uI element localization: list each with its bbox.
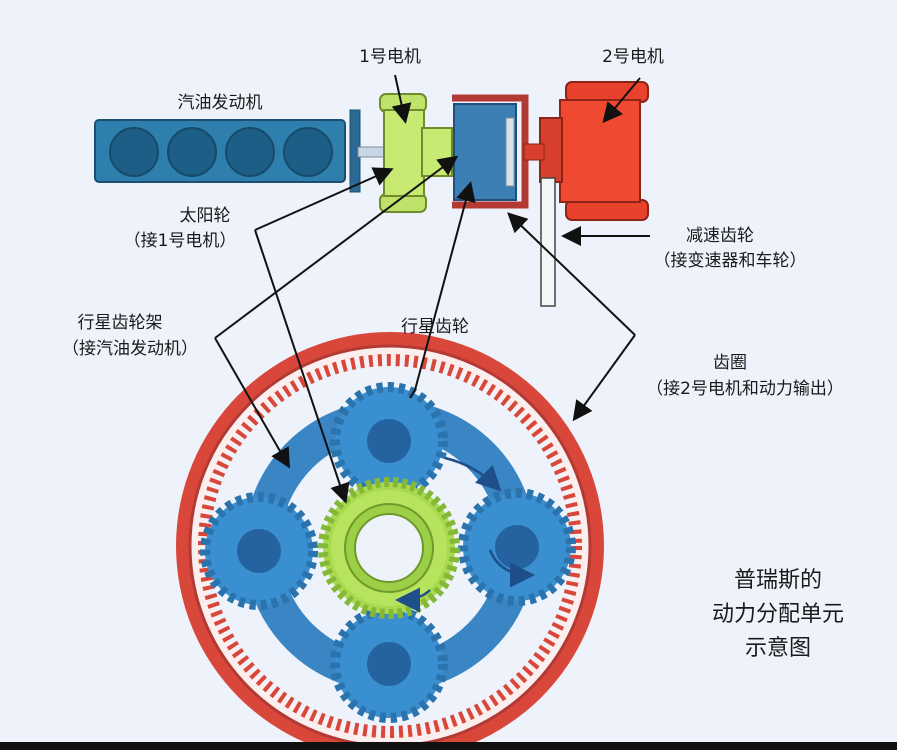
ring-gear-pointer-up xyxy=(507,212,636,336)
motor2-body xyxy=(523,81,649,221)
reduction-gear-shaft xyxy=(540,177,556,307)
motor1-pointer xyxy=(391,74,412,124)
planet-gear-left xyxy=(200,492,318,610)
planet-gear-label: 行星齿轮 xyxy=(401,317,469,337)
carrier-label: 行星齿轮架 xyxy=(77,313,163,333)
planet-rotation-arrow xyxy=(488,549,535,588)
carrier-pointer-down xyxy=(214,337,290,469)
ring-gear-note: （接2号电机和动力输出） xyxy=(646,379,844,399)
sun-rotation-arrow xyxy=(395,587,431,613)
motor2-label: 2号电机 xyxy=(602,47,664,67)
sun-gear-pointer-up xyxy=(254,167,394,231)
caption-line1: 普瑞斯的 xyxy=(733,568,822,593)
sun-gear-pointer-down xyxy=(254,229,350,504)
carrier-pointer-up xyxy=(214,155,459,339)
carrier-housing xyxy=(452,94,529,209)
motor1-body xyxy=(379,93,453,213)
caption-line3: 示意图 xyxy=(744,636,811,661)
planet-gear-pointer-down xyxy=(409,389,416,399)
sun-gear xyxy=(318,477,460,619)
planet-gear-top xyxy=(330,382,448,500)
planet-gear-bottom xyxy=(330,605,448,723)
bottom-border xyxy=(0,742,897,750)
sun-gear-label: 太阳轮 xyxy=(179,206,231,226)
planet-gear-pointer-up xyxy=(414,181,476,391)
ring-gear-pointer-down xyxy=(572,334,636,422)
reduction-gear-label: 减速齿轮 xyxy=(686,226,754,246)
caption-line2: 动力分配单元 xyxy=(711,602,844,627)
carrier-note: （接汽油发动机） xyxy=(62,339,198,359)
engine-block xyxy=(94,119,346,183)
planet-gear-right xyxy=(458,488,576,606)
carrier-rotation-arrow xyxy=(444,456,502,492)
motor1-label: 1号电机 xyxy=(359,47,421,67)
sun-gear-note: （接1号电机） xyxy=(123,231,237,251)
ring-gear-label: 齿圈 xyxy=(713,353,747,373)
engine-label: 汽油发动机 xyxy=(177,93,263,113)
reduction-gear-note: （接变速器和车轮） xyxy=(653,251,807,271)
motor2-pointer xyxy=(602,77,641,124)
